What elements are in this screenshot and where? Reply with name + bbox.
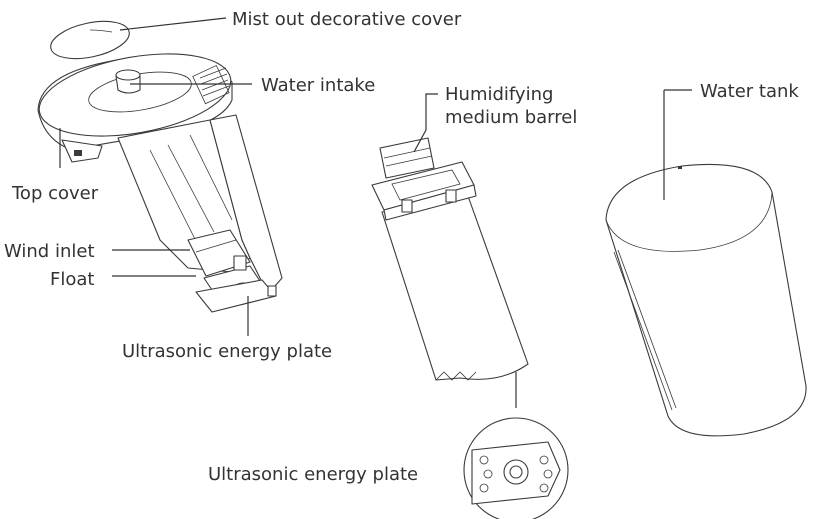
label-water-intake: Water intake — [261, 75, 375, 96]
top-cover-assembly — [37, 53, 233, 163]
water-tank — [605, 163, 807, 437]
side-grille — [192, 64, 230, 105]
air-duct-body — [117, 114, 283, 313]
mist-out-decorative-cover — [50, 20, 130, 60]
leader-lines — [59, 17, 692, 408]
label-ultrasonic-energy-plate-1: Ultrasonic energy plate — [122, 341, 332, 362]
label-humidifying-line1: Humidifying — [445, 84, 553, 105]
label-water-tank: Water tank — [700, 81, 799, 102]
label-ultrasonic-energy-plate-2: Ultrasonic energy plate — [208, 464, 418, 485]
label-float: Float — [50, 269, 94, 290]
humidifying-medium-barrel — [371, 137, 529, 381]
label-mist-out-decorative-cover: Mist out decorative cover — [232, 9, 462, 30]
label-humidifying-line2: medium barrel — [445, 107, 577, 128]
ultrasonic-detail-circle — [463, 417, 569, 519]
label-wind-inlet: Wind inlet — [4, 241, 95, 262]
label-top-cover: Top cover — [11, 183, 99, 204]
